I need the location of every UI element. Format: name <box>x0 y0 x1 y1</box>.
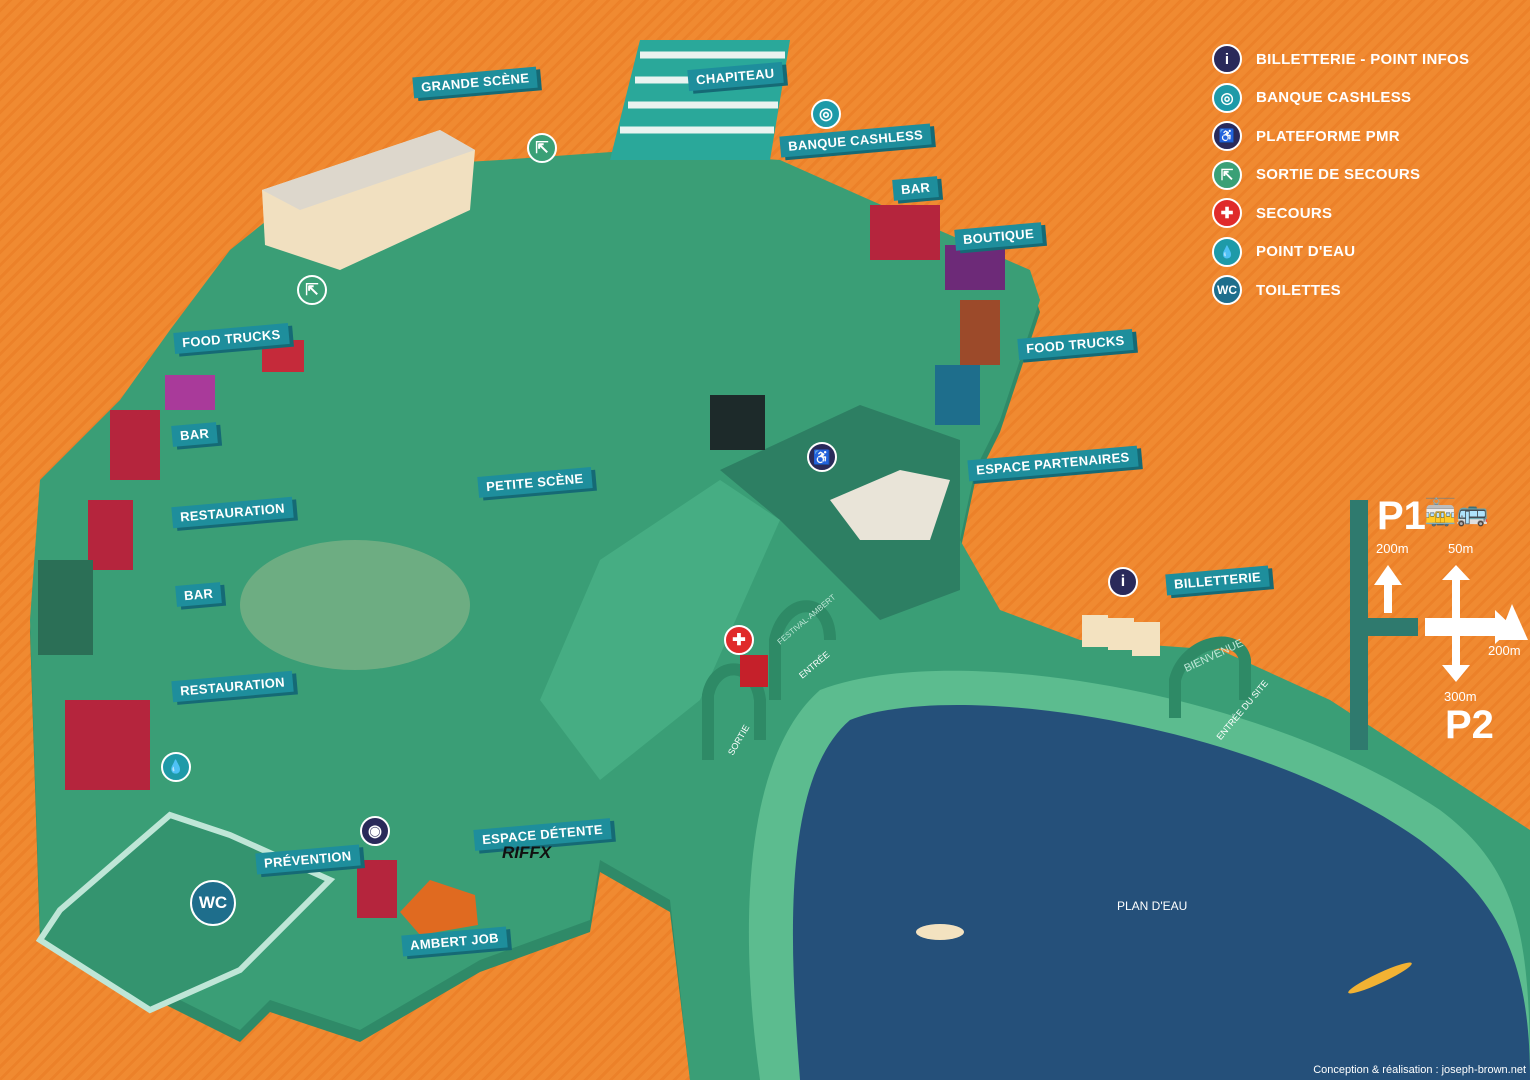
wheelchair-icon[interactable]: ♿ <box>807 442 837 472</box>
bienvenue-arch <box>1169 636 1251 718</box>
restauration-stand <box>88 500 133 570</box>
legend: i BILLETTERIE - POINT INFOS ◎ BANQUE CAS… <box>1212 40 1469 310</box>
label-bar-top[interactable]: BAR <box>892 176 939 201</box>
label-plan-deau: PLAN D'EAU <box>1117 899 1188 913</box>
tram-bus-icon: 🚋🚌 <box>1424 497 1489 527</box>
legend-label: SORTIE DE SECOURS <box>1256 166 1421 184</box>
sortie-arch <box>702 663 766 760</box>
prevention-stand <box>357 860 397 918</box>
transport-distance: 50m <box>1448 541 1474 556</box>
cashless-icon: ◎ <box>1212 82 1242 113</box>
toilets-icon: WC <box>1212 275 1242 306</box>
path-ramp <box>540 480 780 780</box>
legend-item-secours: ✚ SECOURS <box>1212 194 1469 233</box>
direction-arrows <box>1374 565 1528 682</box>
legend-label: TOILETTES <box>1256 281 1341 299</box>
info-icon[interactable]: i <box>1108 567 1138 597</box>
boutique-stand <box>945 245 1005 290</box>
label-bar-left-2[interactable]: BAR <box>175 582 222 607</box>
legend-item-exit: ⇱ SORTIE DE SECOURS <box>1212 156 1469 195</box>
legend-label: SECOURS <box>1256 204 1333 222</box>
direction-path <box>1350 500 1368 750</box>
legend-item-toilets: WC TOILETTES <box>1212 271 1469 310</box>
partenaires-tent <box>830 470 950 540</box>
p2-distance: 300m <box>1444 689 1477 704</box>
parking-p2: P2 <box>1445 703 1494 747</box>
legend-item-pmr: ♿ PLATEFORME PMR <box>1212 117 1469 156</box>
legend-label: PLATEFORME PMR <box>1256 127 1400 145</box>
food-truck-right <box>935 365 980 425</box>
wheelchair-icon: ♿ <box>1212 121 1242 152</box>
legend-item-cashless: ◎ BANQUE CASHLESS <box>1212 79 1469 118</box>
credit[interactable]: Conception & réalisation : joseph-brown.… <box>1313 1064 1526 1076</box>
water-drop-icon: 💧 <box>1212 236 1242 267</box>
riffx-logo: RIFFX <box>502 843 552 862</box>
legend-item-info: i BILLETTERIE - POINT INFOS <box>1212 40 1469 79</box>
lake <box>792 705 1530 1080</box>
kayak-icon <box>1348 962 1412 994</box>
food-truck-right <box>960 300 1000 365</box>
grande-scene-roof <box>262 130 475 210</box>
parking-p1: P1 <box>1377 494 1426 538</box>
camping-distance: 200m <box>1488 643 1521 658</box>
water-drop-icon[interactable]: 💧 <box>161 752 191 782</box>
legend-item-water: 💧 POINT D'EAU <box>1212 233 1469 272</box>
secours-hut <box>740 655 768 687</box>
legend-label: BILLETTERIE - POINT INFOS <box>1256 50 1470 68</box>
first-aid-icon[interactable]: ✚ <box>724 625 754 655</box>
legend-label: BANQUE CASHLESS <box>1256 89 1412 107</box>
emergency-exit-icon[interactable]: ⇱ <box>527 133 557 163</box>
boat-icon <box>916 924 964 940</box>
bar-stand-left <box>110 410 160 480</box>
billetterie-booths <box>1082 615 1160 656</box>
first-aid-icon: ✚ <box>1212 198 1242 229</box>
restauration-stand-2 <box>65 700 150 790</box>
cashless-icon[interactable]: ◎ <box>811 99 841 129</box>
wc-icon[interactable]: WC <box>190 880 236 926</box>
emergency-exit-icon: ⇱ <box>1212 159 1242 190</box>
info-icon: i <box>1212 44 1242 75</box>
label-bar-left-1[interactable]: BAR <box>171 422 218 447</box>
emergency-exit-icon[interactable]: ⇱ <box>297 275 327 305</box>
entree-arch <box>769 600 836 700</box>
legend-label: POINT D'EAU <box>1256 243 1356 261</box>
black-tent <box>710 395 765 450</box>
bar-stand-top <box>870 205 940 260</box>
ambert-job-tent <box>400 880 478 935</box>
prevention-eye-icon[interactable]: ◉ <box>360 816 390 846</box>
petite-scene-area <box>240 540 470 670</box>
direction-path-branch <box>1368 618 1418 636</box>
bar-stand-left-2 <box>38 560 93 655</box>
food-truck <box>165 375 215 410</box>
p1-distance: 200m <box>1376 541 1409 556</box>
